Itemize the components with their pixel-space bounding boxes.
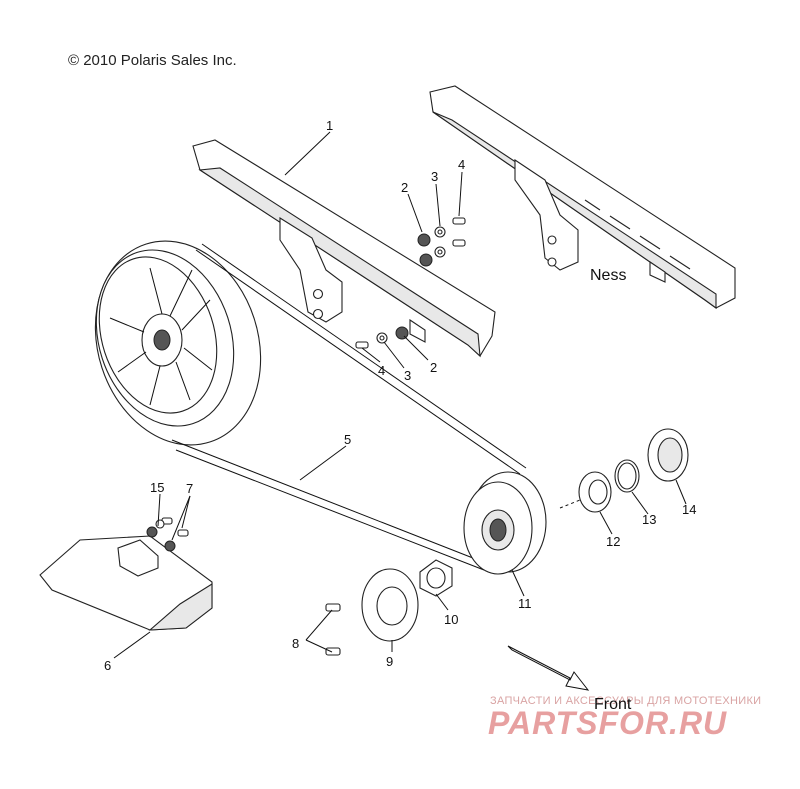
chain-guard-main (192, 139, 496, 358)
callout-13: 13 (642, 512, 656, 527)
rear-wheel-pulley (94, 240, 262, 446)
front-direction-label: Front (594, 696, 632, 713)
watermark-logo: PARTSFOR.RU (488, 705, 728, 741)
bolts-8 (325, 603, 341, 656)
copyright-text: © 2010 Polaris Sales Inc. (68, 52, 237, 69)
callout-labels: 1 2 3 4 4 3 2 5 15 7 6 8 9 10 11 12 13 1… (104, 118, 696, 673)
leader-lines (113, 131, 687, 659)
nut-10 (419, 559, 453, 597)
guard-hardware-upper (417, 217, 466, 267)
ring-13 (614, 459, 640, 493)
lock-plate-9 (361, 568, 419, 642)
watermark-tagline: ЗАПЧАСТИ И АКСЕССУАРЫ ДЛЯ МОТОТЕХНИКИ (490, 695, 762, 707)
front-pulley (463, 471, 547, 575)
callout-6: 6 (104, 658, 111, 673)
spacer-12 (578, 471, 612, 513)
callout-2-lower: 2 (430, 360, 437, 375)
callout-7: 7 (186, 481, 193, 496)
callout-8: 8 (292, 636, 299, 651)
callout-10: 10 (444, 612, 458, 627)
callout-5: 5 (344, 432, 351, 447)
callout-4-upper: 4 (458, 157, 465, 172)
front-direction-arrow (507, 645, 590, 691)
callout-1: 1 (326, 118, 333, 133)
drive-belt (171, 243, 527, 571)
ness-variant-label: Ness (590, 267, 627, 284)
callout-12: 12 (606, 534, 620, 549)
callout-9: 9 (386, 654, 393, 669)
callout-14: 14 (682, 502, 696, 517)
guard-hardware-lower (355, 326, 409, 349)
callout-4-lower: 4 (378, 363, 385, 378)
lower-guard-6 (39, 517, 213, 631)
callout-15: 15 (150, 480, 164, 495)
callout-3-lower: 3 (404, 368, 411, 383)
ness-chain-guard (429, 85, 736, 310)
seal-14 (647, 428, 689, 482)
callout-2-upper: 2 (401, 180, 408, 195)
callout-11: 11 (518, 596, 532, 611)
callout-3-upper: 3 (431, 169, 438, 184)
